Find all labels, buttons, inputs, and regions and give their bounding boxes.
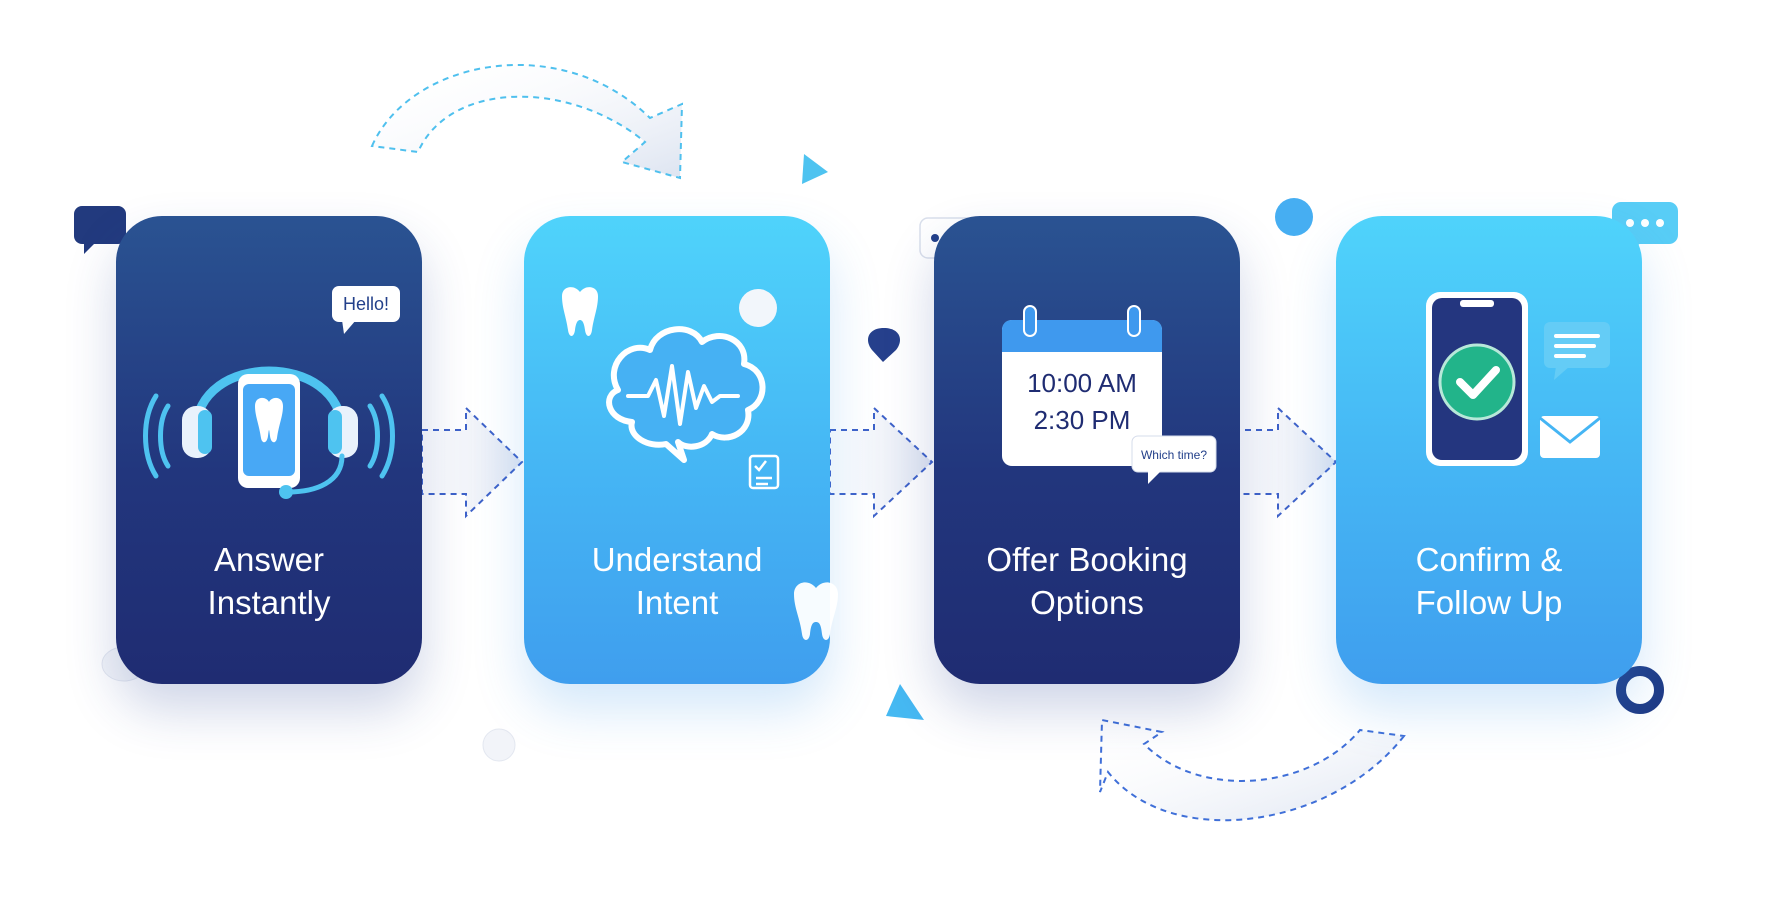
phone-check-mail-icon (1426, 292, 1610, 466)
step-title-line1: Answer (213, 541, 325, 578)
step-title: Offer Booking Options (934, 538, 1240, 624)
teardrop-decoration (868, 328, 900, 362)
calendar-times-icon: 10:00 AM 2:30 PM Which time? (1002, 305, 1217, 484)
step-card-understand: Understand Intent (524, 216, 838, 684)
step-card-answer: Hello! Answer Instantly (116, 216, 422, 684)
connector-arrow-1 (421, 405, 524, 519)
connector-arrow-2 (829, 405, 934, 519)
step-title-line2: Options (1030, 584, 1144, 621)
step-title: Answer Instantly (116, 538, 422, 624)
envelope-icon (1539, 416, 1601, 458)
step-title: Confirm & Follow Up (1336, 538, 1642, 624)
ring-decoration (1616, 666, 1664, 714)
brain-waveform-icon (562, 287, 838, 640)
time-option-2: 2:30 PM (1034, 405, 1131, 435)
step-title-line2: Follow Up (1415, 584, 1563, 621)
headset-phone-tooth-icon: Hello! (143, 286, 400, 499)
step-title-line2: Instantly (207, 584, 331, 621)
step-title-line1: Confirm & (1415, 541, 1563, 578)
bubble-which-time: Which time? (1141, 448, 1207, 462)
dot-decoration (1275, 198, 1313, 236)
chat-bubble-icon (74, 206, 126, 254)
message-icon (1544, 322, 1610, 380)
tooth-icon (562, 287, 598, 336)
bubble-hello: Hello! (343, 294, 389, 314)
step-title: Understand Intent (524, 538, 830, 624)
step-card-booking: 10:00 AM 2:30 PM Which time? Offer Booki… (934, 216, 1240, 684)
step-title-line1: Understand (591, 541, 763, 578)
step-title-line2: Intent (635, 584, 719, 621)
triangle-decoration (886, 684, 924, 720)
step-title-line1: Offer Booking (986, 541, 1188, 578)
time-option-1: 10:00 AM (1027, 368, 1137, 398)
triangle-decoration (802, 154, 828, 184)
cycle-arrow-top (370, 64, 684, 180)
cycle-arrow-bottom (1099, 718, 1406, 822)
checklist-icon (748, 454, 780, 490)
connector-arrow-3 (1233, 405, 1338, 519)
pearl-decoration (482, 728, 516, 762)
step-card-confirm: Confirm & Follow Up (1336, 216, 1642, 684)
tooth-icon (794, 582, 838, 640)
